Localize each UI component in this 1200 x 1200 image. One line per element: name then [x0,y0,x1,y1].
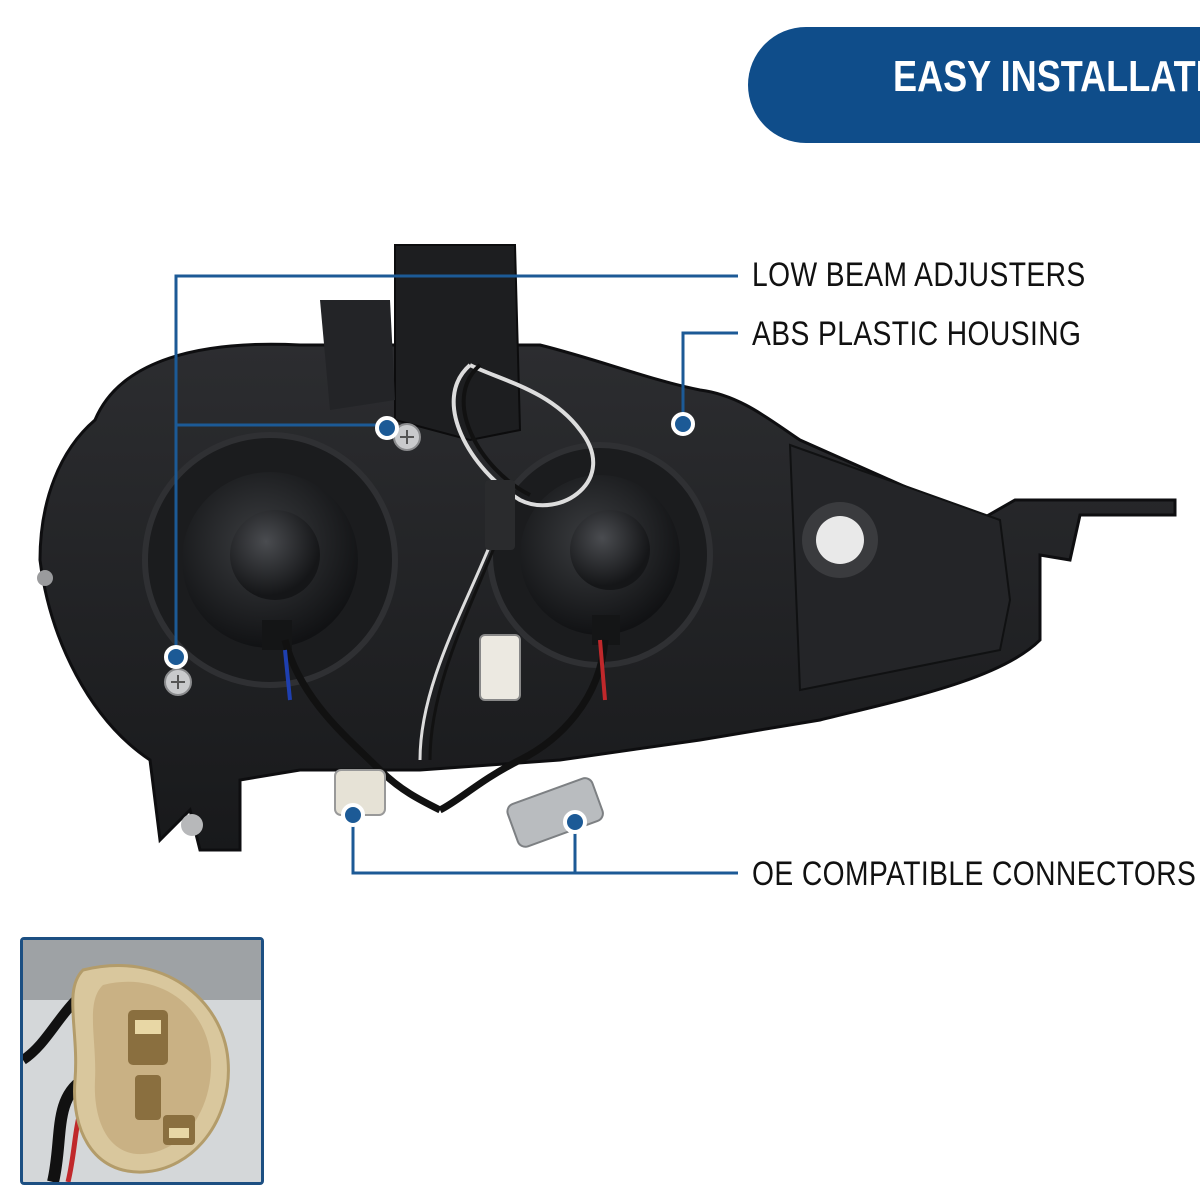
wiring-harness [281,363,609,814]
callout-lines [174,274,738,875]
connector-closeup-inset [20,937,264,1185]
callout-oe-compatible-connectors: OE COMPATIBLE CONNECTORS [752,855,1197,893]
small-connector [479,480,521,701]
adjuster-screw-icon [37,423,421,836]
title-banner [748,27,1200,143]
callout-dot-icon [164,412,695,834]
banner-title: EASY INSTALLATION [893,52,1200,101]
callout-low-beam-adjusters: LOW BEAM ADJUSTERS [752,256,1086,294]
oe-connector-right [506,777,604,848]
high-beam-cap [520,475,680,645]
callout-abs-plastic-housing: ABS PLASTIC HOUSING [752,315,1082,353]
connector-closeup-image [23,940,261,1182]
